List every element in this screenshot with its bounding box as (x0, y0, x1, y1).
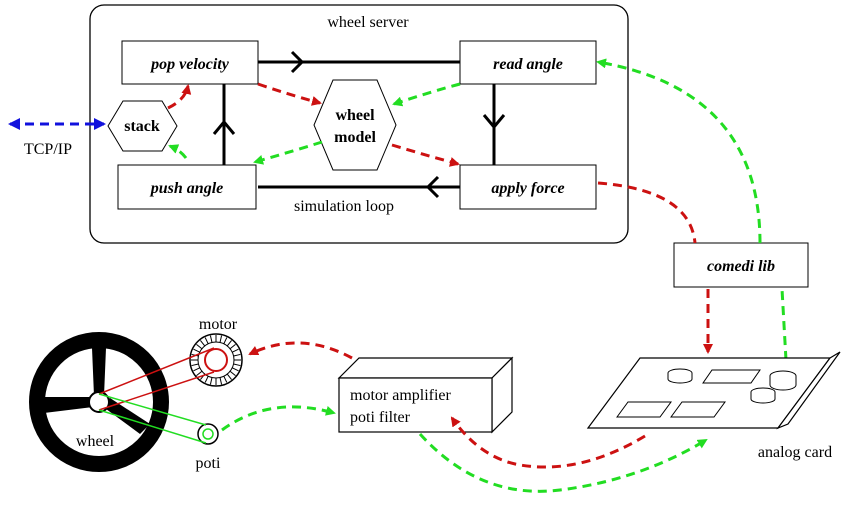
svg-text:poti filter: poti filter (350, 409, 411, 426)
arrow-model-to-apply (391, 143, 460, 167)
svg-text:motor amplifier: motor amplifier (350, 387, 452, 404)
motor-tick (200, 340, 206, 347)
motor-tick (226, 373, 232, 380)
arrow-card-to-amp (450, 416, 646, 469)
arrow-push-to-stack (168, 144, 188, 159)
arrow-read-to-model (392, 82, 461, 107)
motor-tick (233, 353, 241, 357)
motor-tick (226, 340, 232, 347)
motor-tick (193, 348, 200, 353)
motor-tick (232, 367, 239, 372)
motor-tick (223, 337, 228, 344)
motor-tick (229, 344, 236, 350)
motor-tick (196, 370, 203, 376)
poti-icon (197, 423, 219, 445)
motor-tick (219, 377, 223, 385)
motor-icon (189, 333, 243, 387)
tcp-ip-label: TCP/IP (24, 141, 72, 158)
wheel-label: wheel (76, 433, 115, 450)
steering-wheel (29, 332, 169, 472)
analog-card-label: analog card (758, 444, 832, 461)
svg-text:push angle: push angle (149, 180, 223, 197)
apply-force-box: apply force (459, 164, 597, 210)
svg-text:comedi lib: comedi lib (707, 258, 775, 275)
motor-tick (223, 376, 228, 383)
simulation-loop (212, 50, 506, 199)
analog-card (586, 351, 841, 430)
motor-tick (191, 363, 199, 367)
poti-belt (98, 393, 207, 444)
comedi-lib-box: comedi lib (673, 242, 809, 288)
pop-velocity-box: pop velocity (121, 40, 259, 85)
motor-tick (193, 367, 200, 372)
arrow-amp-to-motor (248, 341, 353, 360)
svg-text:wheel: wheel (335, 107, 375, 124)
arrow-stack-to-pop (167, 84, 192, 110)
motor-tick (232, 348, 239, 353)
svg-text:apply force: apply force (491, 180, 564, 197)
motor-amplifier-box: motor amplifier poti filter (337, 356, 514, 434)
wheel-server-title: wheel server (327, 14, 409, 31)
arrow-card-to-comedi (780, 288, 788, 361)
arrow-comedi-to-read (596, 58, 762, 244)
svg-text:read angle: read angle (493, 56, 563, 73)
arrow-poti-to-amp (221, 405, 336, 432)
arrow-pop-to-model (257, 82, 322, 106)
arrow-amp-to-card (418, 432, 708, 493)
svg-text:stack: stack (124, 118, 160, 135)
arrow-model-to-push (253, 140, 323, 165)
wheel-model-hexagon: wheel model (313, 79, 397, 171)
motor-tick (209, 335, 213, 343)
read-angle-box: read angle (459, 40, 597, 85)
svg-text:pop velocity: pop velocity (149, 56, 230, 73)
motor-tick (229, 370, 236, 376)
svg-text:model: model (334, 129, 376, 146)
poti-label: poti (196, 455, 221, 472)
motor-belt (98, 347, 215, 411)
stack-hexagon: stack (107, 100, 178, 152)
motor-tick (209, 377, 213, 385)
motor-tick (219, 335, 223, 343)
motor-label: motor (199, 316, 238, 333)
motor-tick (204, 337, 209, 344)
push-angle-box: push angle (117, 164, 257, 210)
simulation-loop-label: simulation loop (294, 198, 394, 215)
motor-tick (196, 344, 203, 350)
arrow-apply-to-comedi (597, 181, 697, 244)
motor-tick (233, 363, 241, 367)
motor-tick (204, 376, 209, 383)
